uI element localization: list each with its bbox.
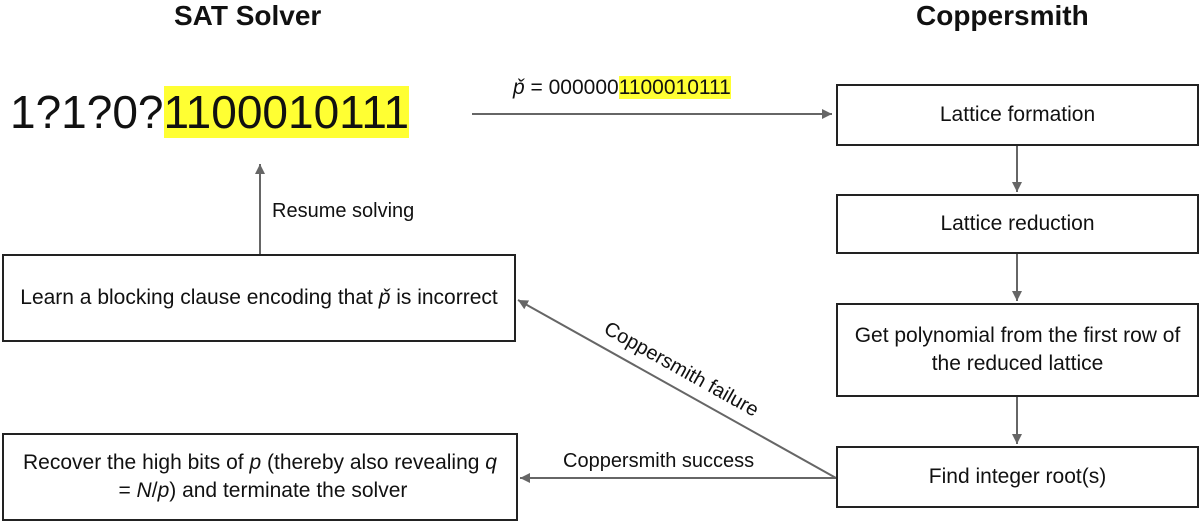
resume-solving-label: Resume solving (272, 200, 415, 222)
polynomial-box: Get polynomial from the first row of the… (836, 303, 1199, 397)
p-check-symbol: p̌ (378, 286, 391, 309)
lattice-reduction-box: Lattice reduction (836, 194, 1199, 254)
sat-solver-heading: SAT Solver (174, 0, 322, 31)
equals-sign: = (524, 76, 549, 99)
arrow-coppersmith-failure (517, 299, 837, 479)
lattice-formation-box: Lattice formation (836, 84, 1199, 146)
coppersmith-heading: Coppersmith (916, 0, 1089, 31)
candidate-p-label: p̌ = 0000001100010111 (513, 76, 731, 100)
unknown-bits: 1?1?0? (10, 86, 164, 138)
learn-blocking-clause-box: Learn a blocking clause encoding that p̌… (2, 254, 516, 342)
candidate-zero-bits: 000000 (548, 76, 619, 99)
candidate-known-bits: 1100010111 (618, 76, 731, 99)
integer-root-box: Find integer root(s) (836, 446, 1199, 508)
learn-blocking-clause-text: Learn a blocking clause encoding that p̌… (20, 286, 498, 309)
recover-high-bits-box: Recover the high bits of p (thereby also… (2, 433, 518, 521)
coppersmith-success-label: Coppersmith success (563, 450, 755, 472)
p-check-symbol: p̌ (513, 76, 525, 99)
partial-assignment: 1?1?0?1100010111 (10, 82, 410, 142)
known-low-bits: 1100010111 (163, 86, 410, 138)
recover-high-bits-text: Recover the high bits of p (thereby also… (23, 451, 497, 502)
